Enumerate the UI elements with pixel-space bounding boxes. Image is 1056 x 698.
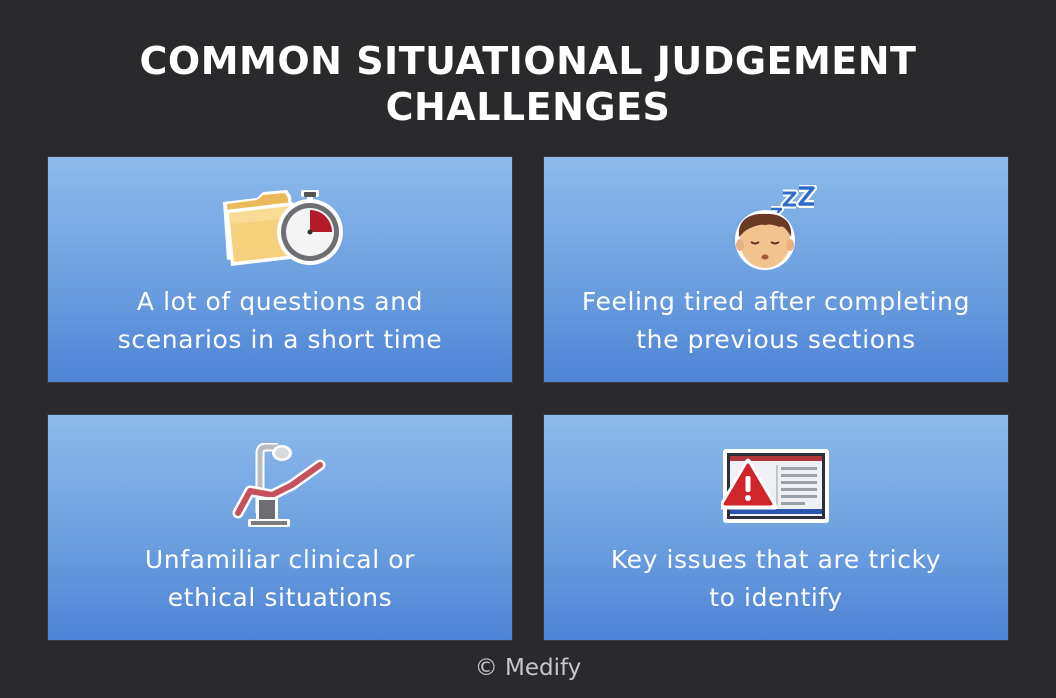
challenge-card-fatigue: Feeling tired after completing the previ… <box>544 157 1008 382</box>
page-title-line-2: CHALLENGES <box>385 85 671 129</box>
challenge-card-key-issues: Key issues that are tricky to identify <box>544 415 1008 640</box>
copyright-footer: © Medify <box>474 655 582 681</box>
challenge-text-line-2: the previous sections <box>636 325 916 354</box>
challenge-text: Key issues that are tricky to identify <box>544 541 1008 617</box>
challenge-text-line-1: A lot of questions and <box>136 287 424 316</box>
challenge-text-line-2: to identify <box>709 583 843 612</box>
challenge-card-clinical: Unfamiliar clinical or ethical situation… <box>48 415 512 640</box>
warning-document-icon <box>544 443 1008 529</box>
challenge-text: Unfamiliar clinical or ethical situation… <box>48 541 512 617</box>
dental-chair-icon <box>48 443 512 529</box>
page-title-line-1: COMMON SITUATIONAL JUDGEMENT <box>139 39 917 83</box>
folder-stopwatch-icon <box>48 185 512 271</box>
challenge-text-line-1: Unfamiliar clinical or <box>144 545 416 574</box>
challenge-text: Feeling tired after completing the previ… <box>544 283 1008 359</box>
challenge-card-time-pressure: A lot of questions and scenarios in a sh… <box>48 157 512 382</box>
challenge-text: A lot of questions and scenarios in a sh… <box>48 283 512 359</box>
challenge-text-line-1: Key issues that are tricky <box>610 545 942 574</box>
sleeping-face-icon <box>544 185 1008 271</box>
challenge-text-line-2: ethical situations <box>167 583 393 612</box>
challenge-text-line-2: scenarios in a short time <box>117 325 443 354</box>
page-title: COMMON SITUATIONAL JUDGEMENT CHALLENGES <box>0 38 1056 130</box>
challenge-text-line-1: Feeling tired after completing <box>581 287 971 316</box>
